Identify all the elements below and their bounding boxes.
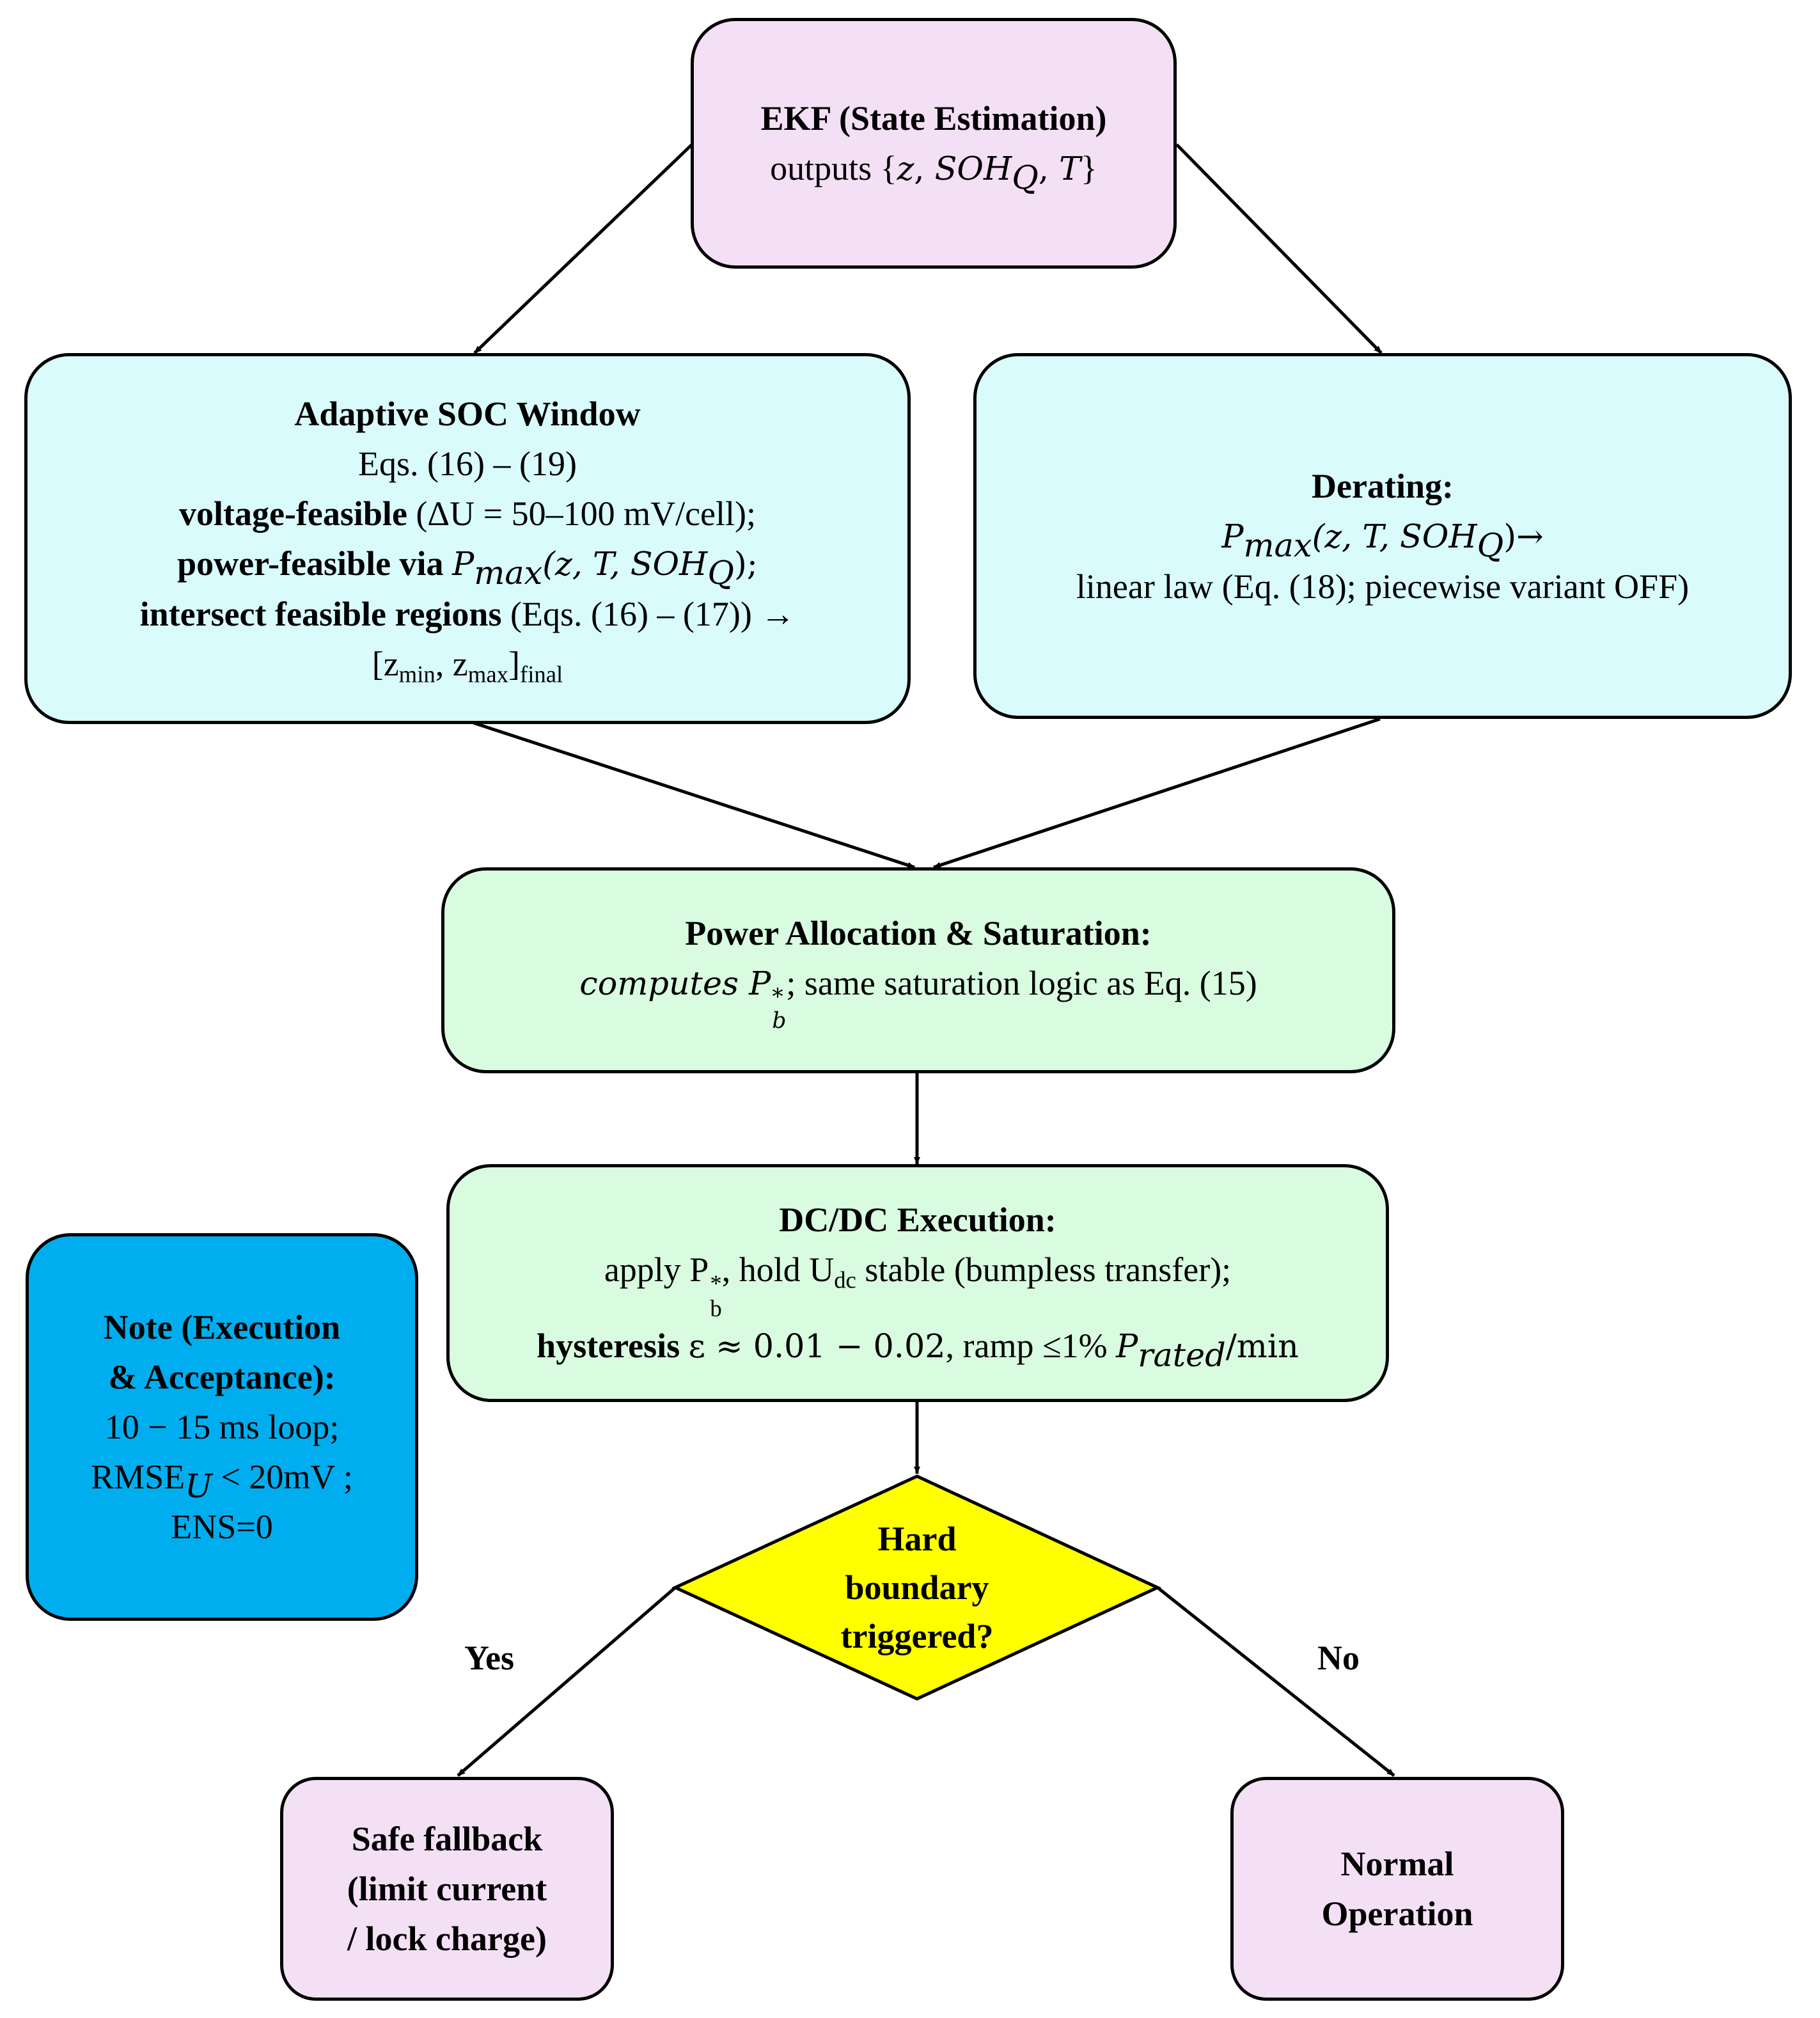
derating-pmax: Pmax(z, T, SOHQ)→ bbox=[1221, 517, 1544, 564]
ekf-box: EKF (State Estimation) outputs {z, SOHQ,… bbox=[691, 18, 1177, 269]
arrow-decision-to-safe bbox=[457, 1586, 677, 1777]
dcdc-title: DC/DC Execution: bbox=[779, 1200, 1056, 1239]
dcdc-apply-line: apply P*b, hold Udc stable (bumpless tra… bbox=[604, 1250, 1232, 1321]
derating-box: Derating: Pmax(z, T, SOHQ)→ linear law (… bbox=[973, 353, 1792, 719]
note-rmse: RMSEU < 20mV ; bbox=[91, 1458, 353, 1506]
decision-text: Hard boundary triggered? bbox=[735, 1510, 1099, 1666]
safe-line1: Safe fallback bbox=[351, 1820, 543, 1858]
note-title-line1: Note (Execution bbox=[103, 1308, 341, 1346]
arrow-ekf-to-soc bbox=[473, 143, 693, 354]
note-loop: 10 − 15 ms loop; bbox=[104, 1408, 340, 1446]
arrow-soc-to-power bbox=[473, 721, 915, 869]
decision-line2: boundary bbox=[845, 1568, 989, 1607]
soc-power-line: power-feasible via Pmax(z, T, SOHQ); bbox=[177, 544, 758, 592]
note-ens: ENS=0 bbox=[171, 1508, 273, 1546]
soc-eqs: Eqs. (16) – (19) bbox=[358, 444, 577, 483]
soc-window-box: Adaptive SOC Window Eqs. (16) – (19) vol… bbox=[24, 353, 911, 724]
note-title-line2: & Acceptance): bbox=[108, 1358, 336, 1396]
decision-diamond bbox=[671, 1474, 1161, 1701]
soc-range-line: [zmin, zmax]final bbox=[372, 644, 563, 687]
arrow-derating-to-power bbox=[933, 717, 1381, 869]
soc-voltage-line: voltage-feasible (ΔU = 50–100 mV/cell); bbox=[179, 494, 756, 533]
power-computes-line: computes P*b; same saturation logic as E… bbox=[579, 964, 1257, 1034]
note-box: Note (Execution & Acceptance): 10 − 15 m… bbox=[26, 1233, 418, 1621]
soc-intersect-line: intersect feasible regions (Eqs. (16) – … bbox=[139, 594, 796, 633]
safe-line3: / lock charge) bbox=[347, 1919, 547, 1958]
arrow-ekf-to-derating bbox=[1175, 143, 1383, 354]
power-allocation-box: Power Allocation & Saturation: computes … bbox=[441, 867, 1395, 1073]
safe-fallback-box: Safe fallback (limit current / lock char… bbox=[280, 1777, 614, 2001]
yes-label: Yes bbox=[464, 1639, 514, 1677]
normal-line2: Operation bbox=[1321, 1895, 1473, 1933]
normal-line1: Normal bbox=[1340, 1845, 1454, 1883]
normal-operation-box: Normal Operation bbox=[1230, 1777, 1564, 2001]
no-label: No bbox=[1317, 1639, 1360, 1677]
derating-law: linear law (Eq. (18); piecewise variant … bbox=[1076, 567, 1690, 606]
dcdc-execution-box: DC/DC Execution: apply P*b, hold Udc sta… bbox=[446, 1164, 1389, 1402]
ekf-title: EKF (State Estimation) bbox=[760, 99, 1107, 138]
safe-line2: (limit current bbox=[347, 1870, 547, 1908]
derating-title: Derating: bbox=[1312, 466, 1454, 505]
dcdc-hysteresis-line: hysteresis ε ≈ 0.01 − 0.02, ramp ≤1% Pra… bbox=[537, 1327, 1299, 1375]
decision-line3: triggered? bbox=[840, 1617, 994, 1655]
power-title: Power Allocation & Saturation: bbox=[685, 914, 1152, 953]
ekf-outputs: outputs {z, SOHQ, T} bbox=[770, 148, 1097, 196]
decision-line1: Hard bbox=[877, 1520, 957, 1558]
soc-title: Adaptive SOC Window bbox=[294, 394, 641, 433]
arrow-decision-to-normal bbox=[1156, 1586, 1395, 1777]
